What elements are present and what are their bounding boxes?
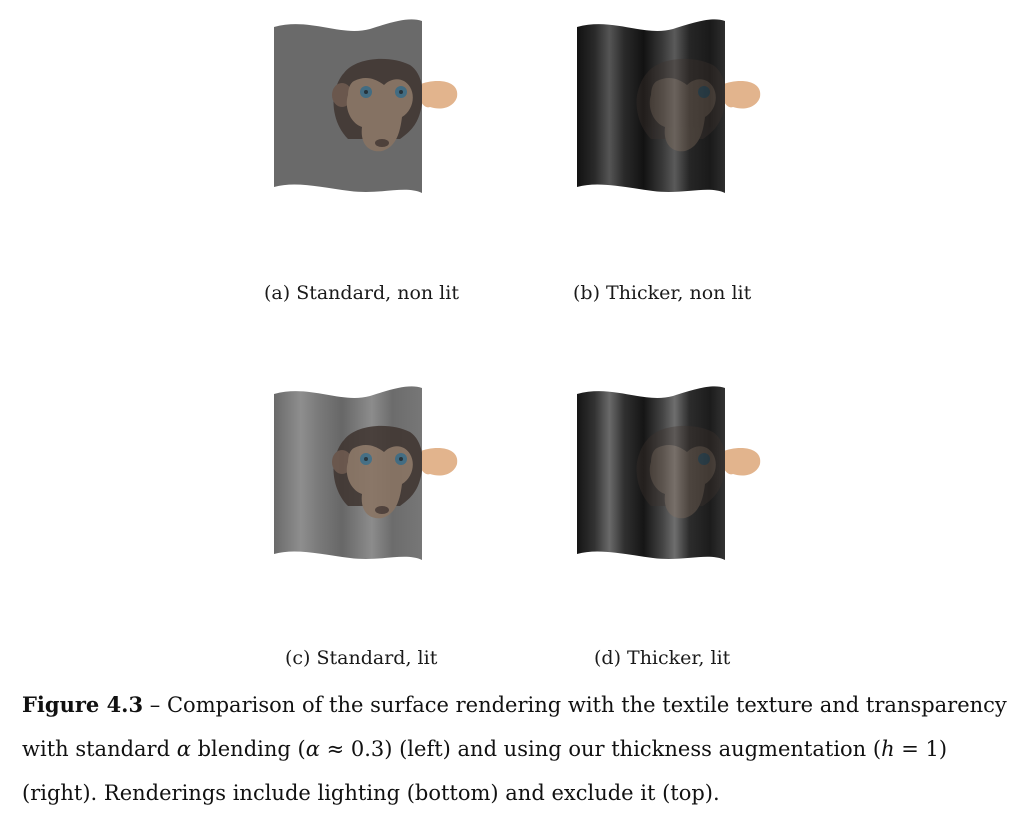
alpha-symbol: α [176, 737, 191, 761]
caption-line-1: Figure 4.3 – Comparison of the surface r… [22, 683, 1007, 727]
caption-text-2b: blending ( [190, 737, 306, 761]
caption-line-3: (right). Renderings include lighting (bo… [22, 781, 720, 805]
subfigure-b-image [573, 15, 773, 200]
subfigure-a-image [270, 15, 470, 200]
subfigure-c-image [270, 382, 470, 567]
figure-caption: Figure 4.3 – Comparison of the surface r… [22, 683, 1007, 815]
figure-label: Figure 4.3 [22, 692, 144, 717]
subcaption-a: (a) Standard, non lit [264, 282, 459, 304]
caption-text-2d: = 1) [894, 737, 948, 761]
caption-text-2a: with standard [22, 737, 177, 761]
subcaption-d: (d) Thicker, lit [594, 647, 731, 669]
h-symbol: h [881, 737, 895, 761]
subcaption-c: (c) Standard, lit [285, 647, 438, 669]
caption-line-2: with standard α blending (α ≈ 0.3) (left… [22, 727, 1007, 771]
subfigure-d-image [573, 382, 773, 567]
caption-dash: – [149, 693, 161, 717]
alpha-symbol-2: α [305, 737, 320, 761]
caption-text-2c: ≈ 0.3) (left) and using our thickness au… [319, 737, 882, 761]
caption-text-1: Comparison of the surface rendering with… [166, 693, 1007, 717]
subcaption-b: (b) Thicker, non lit [573, 282, 752, 304]
